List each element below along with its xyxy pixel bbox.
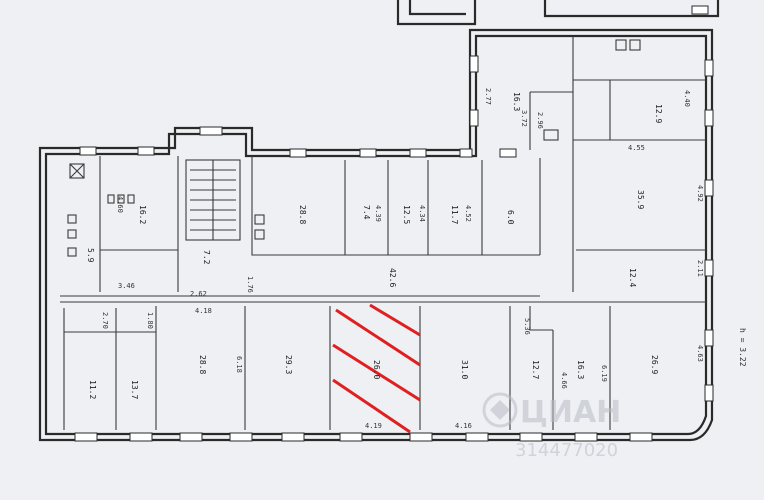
dimension-labels: 4.60 6.18 4.19 5.36 4.18 4.16 4.92 4.55 … xyxy=(101,88,704,430)
dimension-label: 5.36 xyxy=(523,318,531,335)
room-label: 5.9 xyxy=(86,248,95,263)
dimension-label: 3.72 xyxy=(520,110,528,127)
room-label: 11.7 xyxy=(450,205,459,224)
dimension-label: 4.66 xyxy=(560,372,568,389)
selected-room-hatch xyxy=(332,303,421,434)
room-label: 29.3 xyxy=(284,355,293,374)
room-labels: 5.9 16.2 7.2 11.2 13.7 28.8 29.3 26.0 31… xyxy=(86,92,663,399)
fixtures xyxy=(67,39,641,257)
dimension-label: 6.18 xyxy=(235,356,243,373)
dimension-label: 1.76 xyxy=(246,276,254,293)
dimension-label: 4.60 xyxy=(116,196,124,213)
room-label: 7.4 xyxy=(362,205,371,220)
dimension-label: 2.77 xyxy=(484,88,492,105)
dimension-label: 4.40 xyxy=(683,90,691,107)
room-label: 26.9 xyxy=(650,355,659,374)
room-label: 12.4 xyxy=(628,268,637,287)
dimension-label: 3.46 xyxy=(118,282,135,290)
watermark: ЦИАН 314477020 xyxy=(482,392,621,461)
room-label: 7.2 xyxy=(202,250,211,265)
room-label: 31.0 xyxy=(460,360,469,379)
dimension-label: 4.52 xyxy=(464,205,472,222)
dimension-label: 4.19 xyxy=(365,422,382,430)
dimension-label: 2.96 xyxy=(536,112,544,129)
room-label: 12.7 xyxy=(531,360,540,379)
outer-walls xyxy=(38,28,714,442)
room-label: 26.0 xyxy=(372,360,381,379)
dimension-label: 4.18 xyxy=(195,307,212,315)
dimension-label: 6.19 xyxy=(600,365,608,382)
dimension-label: 2.11 xyxy=(696,260,704,277)
dimension-label: 1.80 xyxy=(146,312,154,329)
room-label: 16.2 xyxy=(138,205,147,224)
room-label: 12.9 xyxy=(654,104,663,123)
room-label: 42.6 xyxy=(388,268,397,287)
ceiling-height-label: h = 3.22 xyxy=(738,328,747,367)
watermark-brand: ЦИАН xyxy=(520,395,621,430)
interior-walls xyxy=(60,36,706,430)
dimension-label: 4.39 xyxy=(374,205,382,222)
dimension-label: 4.55 xyxy=(628,144,645,152)
room-label: 12.5 xyxy=(402,205,411,224)
room-label: 28.8 xyxy=(198,355,207,374)
room-label: 11.2 xyxy=(88,380,97,399)
room-label: 6.0 xyxy=(506,210,515,225)
top-partial-walls xyxy=(396,0,720,26)
room-label: 28.8 xyxy=(298,205,307,224)
room-label: 13.7 xyxy=(130,380,139,399)
room-label: 16.3 xyxy=(512,92,521,111)
dimension-label: 4.34 xyxy=(418,205,426,222)
watermark-number: 314477020 xyxy=(515,440,618,461)
dimension-label: 4.92 xyxy=(696,185,704,202)
watermark-logo-icon xyxy=(482,392,518,428)
dimension-label: 4.63 xyxy=(696,345,704,362)
dimension-label: 2.62 xyxy=(190,290,207,298)
room-label: 16.3 xyxy=(576,360,585,379)
room-label: 35.9 xyxy=(636,190,645,209)
dimension-label: 2.70 xyxy=(101,312,109,329)
windows xyxy=(74,55,714,442)
dimension-label: 4.16 xyxy=(455,422,472,430)
